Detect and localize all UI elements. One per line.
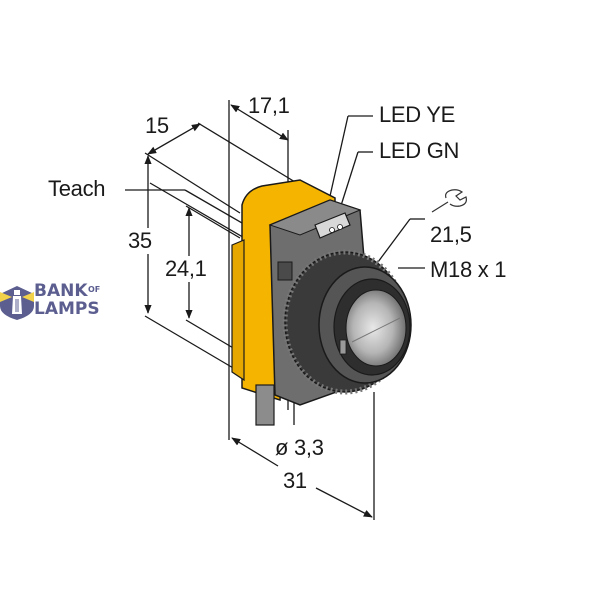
led-ye-label: LED YE xyxy=(379,102,456,127)
dim-15-label: 15 xyxy=(145,113,169,138)
wrench-icon xyxy=(431,189,467,213)
logo-word-lamps: LAMPS xyxy=(34,299,100,319)
thread-label: M18 x 1 xyxy=(430,257,507,282)
led-gn-label: LED GN xyxy=(379,138,460,163)
dim-24-1-label: 24,1 xyxy=(165,256,207,282)
wrench-size-label: 21,5 xyxy=(430,222,472,247)
lighthouse-icon xyxy=(0,286,34,320)
sensor-body xyxy=(231,179,412,426)
teach-label: Teach xyxy=(48,176,106,201)
dim-35-label: 35 xyxy=(128,228,152,254)
cable-diameter-label: ø 3,3 xyxy=(275,435,324,460)
dim-17-1-label: 17,1 xyxy=(248,93,290,118)
logo-word-of: OF xyxy=(88,285,101,294)
bank-of-lamps-logo: BANK OF LAMPS xyxy=(0,280,110,322)
logo-word-bank: BANK xyxy=(34,281,88,301)
dim-31-label: 31 xyxy=(283,468,307,493)
